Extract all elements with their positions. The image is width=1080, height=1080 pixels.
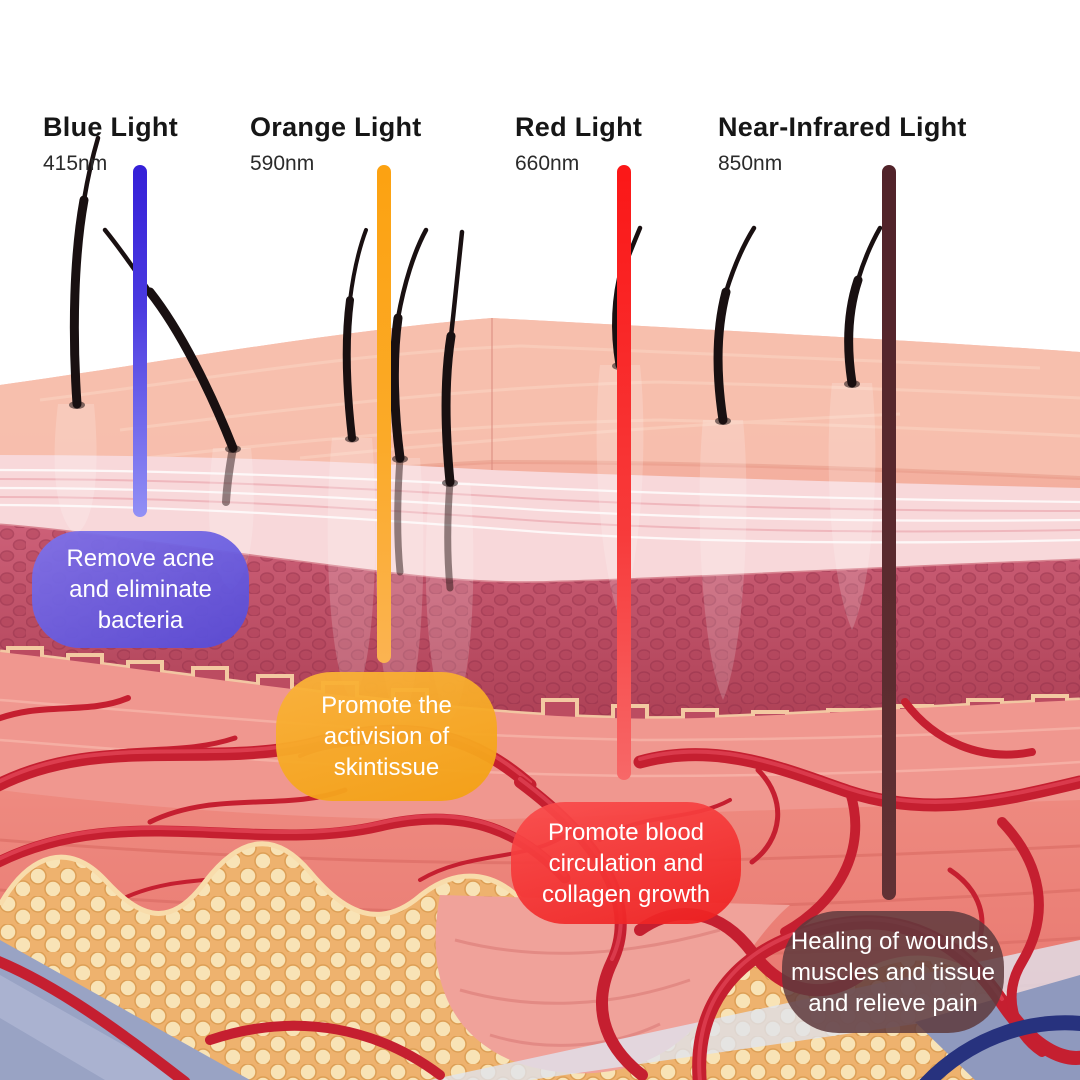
- hair-strand: [441, 229, 465, 487]
- light-wavelength-orange: 590nm: [250, 152, 315, 175]
- light-label-near-infrared: Near-Infrared Light 850nm: [718, 112, 967, 176]
- light-title-near-infrared: Near-Infrared Light: [718, 112, 967, 142]
- hair-strand: [69, 135, 101, 409]
- benefit-bubble-near-infrared: Healing of wounds, muscles and tissue an…: [782, 911, 1004, 1033]
- light-wavelength-red: 660nm: [515, 152, 580, 175]
- light-label-orange: Orange Light 590nm: [250, 112, 422, 176]
- light-title-red: Red Light: [515, 112, 643, 142]
- hair-strand: [342, 228, 368, 442]
- light-beam-red: [617, 165, 631, 780]
- benefit-bubble-orange: Promote the activision of skintissue: [276, 672, 497, 801]
- light-label-red: Red Light 660nm: [515, 112, 642, 176]
- hair-roots: [222, 444, 454, 592]
- light-title-orange: Orange Light: [250, 112, 422, 142]
- light-wavelength-near-infrared: 850nm: [718, 152, 783, 175]
- light-beam-orange: [377, 165, 391, 663]
- hair-strands: [69, 135, 883, 487]
- light-wavelength-blue: 415nm: [43, 152, 108, 175]
- muscle-chunk: [435, 895, 790, 1074]
- hair-strand: [389, 227, 429, 463]
- hair-strand: [844, 225, 883, 388]
- light-beam-blue: [133, 165, 147, 517]
- light-label-blue: Blue Light 415nm: [43, 112, 178, 176]
- hair-follicle-openings: [69, 362, 860, 487]
- epidermis-striated-layer: [0, 455, 1080, 585]
- light-beam-near-infrared: [882, 165, 896, 900]
- light-title-blue: Blue Light: [43, 112, 178, 142]
- hair-strand: [713, 225, 757, 425]
- benefit-bubble-red: Promote blood circulation and collagen g…: [511, 802, 741, 924]
- vein-vessel: [919, 1015, 1080, 1080]
- benefit-bubble-blue: Remove acne and eliminate bacteria: [32, 531, 249, 648]
